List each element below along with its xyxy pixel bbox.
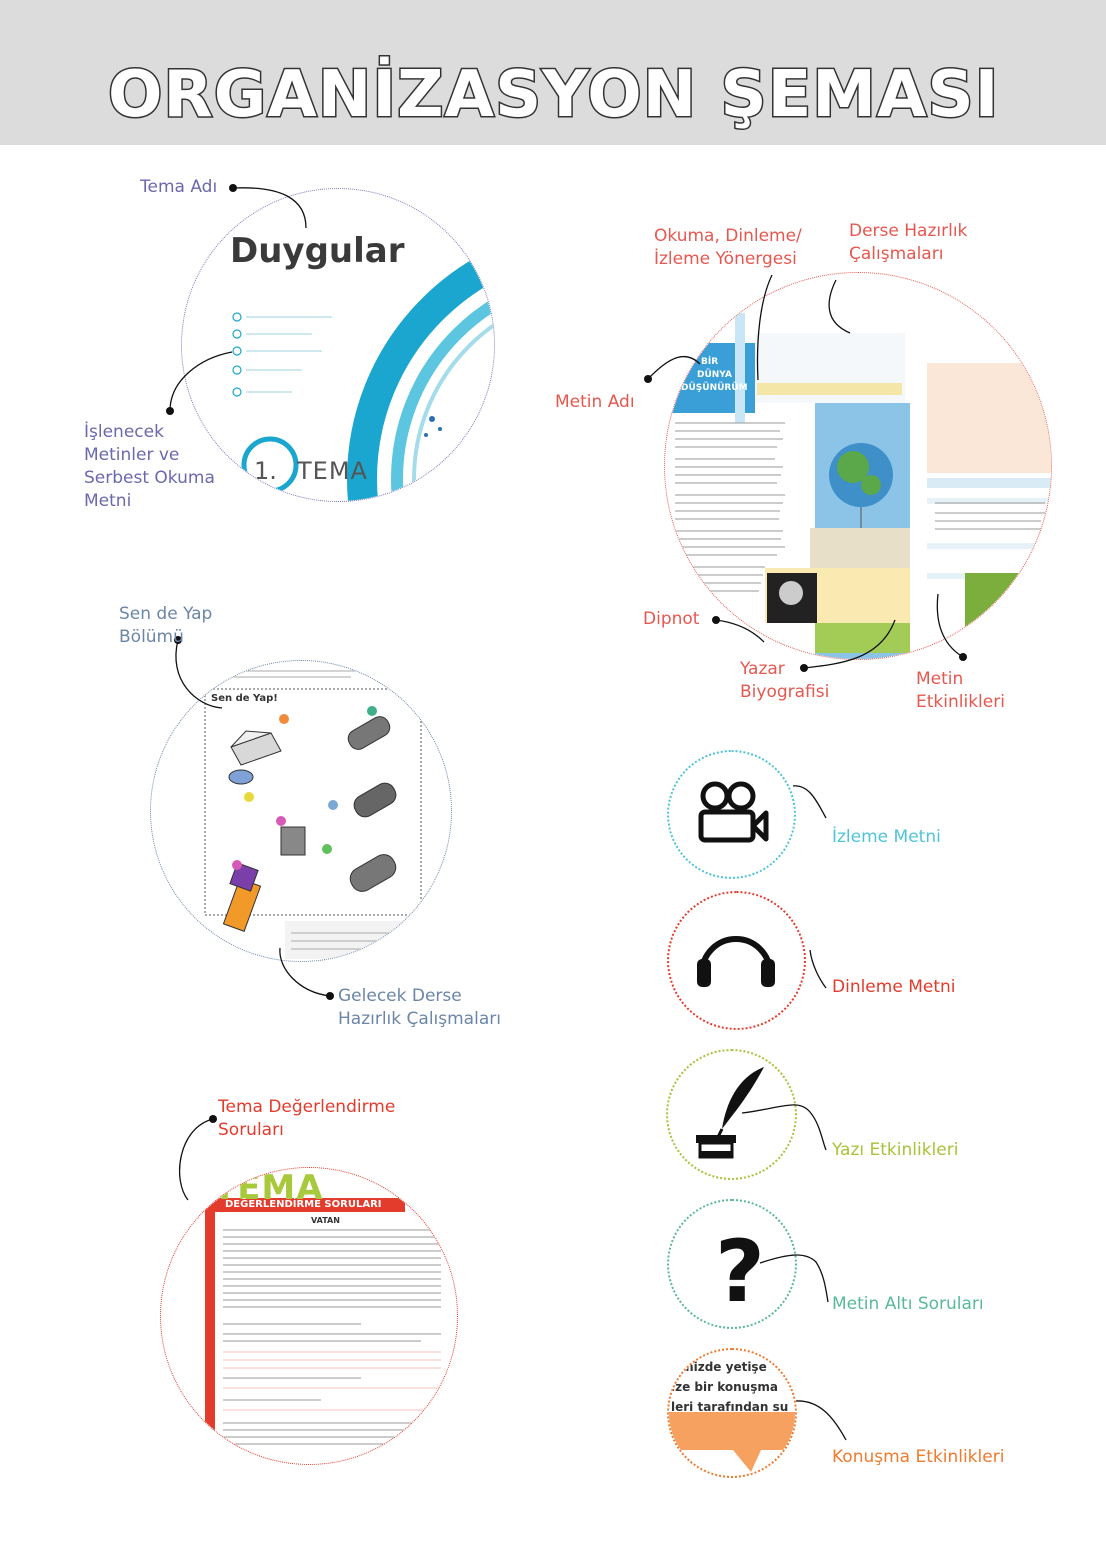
speech-line-1: imizde yetişe (677, 1360, 767, 1374)
speech-bubble-icon (669, 1412, 795, 1472)
label-islenecek-4: Metni (84, 491, 132, 511)
degerlendirme-page-graphic (205, 1198, 441, 1464)
label-tema-adi: Tema Adı (140, 177, 218, 197)
metin-alti-circle: ? (667, 1199, 797, 1329)
label-okuma-dinleme-1: Okuma, Dinleme/ (654, 226, 802, 246)
metin-page-graphic (665, 313, 1051, 659)
label-yazar-1: Yazar (740, 659, 785, 679)
tema-preview-circle: Duygular 1. TEMA (181, 188, 495, 502)
label-islenecek-2: Metinler ve (84, 445, 180, 465)
tema-rings-graphic (232, 248, 494, 501)
label-metin-etkinlikleri-1: Metin (916, 669, 964, 689)
tema-number: 1. (254, 457, 277, 485)
label-gelecek-derse-2: Hazırlık Çalışmaları (338, 1009, 501, 1029)
headphones-icon (697, 936, 775, 987)
video-camera-icon (698, 781, 769, 843)
label-islenecek-1: İşlenecek (84, 422, 164, 442)
tema-big-heading: TEMA (213, 1168, 324, 1208)
label-gelecek-derse-1: Gelecek Derse (338, 986, 462, 1006)
label-tema-degerlendirme-1: Tema Değerlendirme (218, 1097, 396, 1117)
bir-dunya-title-1: BİR (701, 357, 719, 367)
label-okuma-dinleme-2: İzleme Yönergesi (654, 249, 797, 269)
label-izleme-metni: İzleme Metni (832, 827, 941, 847)
label-derse-hazirlik-2: Çalışmaları (849, 244, 944, 264)
degerlendirme-bar-text: DEĞERLENDİRME SORULARI (225, 1199, 382, 1210)
svg-text:?: ? (715, 1222, 765, 1322)
sen-de-yap-graphic (204, 670, 435, 959)
metin-preview-circle: BİR DÜNYA DÜŞÜNÜRÜM (664, 272, 1052, 660)
sen-de-yap-circle: Sen de Yap! (150, 660, 452, 962)
label-sen-de-yap-1: Sen de Yap (119, 604, 213, 624)
label-metin-alti: Metin Altı Soruları (832, 1294, 984, 1314)
label-konusma: Konuşma Etkinlikleri (832, 1447, 1005, 1467)
label-yazar-2: Biyografisi (740, 682, 830, 702)
vatan-heading: VATAN (311, 1216, 340, 1225)
yazi-circle (666, 1049, 797, 1180)
quill-inkwell-icon (696, 1067, 764, 1159)
label-derse-hazirlik-1: Derse Hazırlık (849, 221, 968, 241)
tema-word: TEMA (297, 457, 368, 485)
page-title: ORGANİZASYON ŞEMASI (106, 57, 1000, 134)
bir-dunya-title-3: DÜŞÜNÜRÜM (681, 383, 748, 393)
label-dipnot: Dipnot (643, 609, 700, 629)
label-sen-de-yap-2: Bölümü (119, 627, 184, 647)
label-metin-etkinlikleri-2: Etkinlikleri (916, 692, 1005, 712)
header-band (0, 0, 1106, 145)
tema-degerlendirme-circle: TEMA DEĞERLENDİRME SORULARI VATAN (160, 1167, 458, 1465)
duygular-title: Duygular (230, 231, 405, 271)
dinleme-circle (667, 891, 806, 1030)
speech-line-2: ize bir konuşma (671, 1380, 778, 1394)
label-metin-adi: Metin Adı (555, 392, 635, 412)
label-yazi-etkinlikleri: Yazı Etkinlikleri (832, 1140, 959, 1160)
sen-de-yap-heading: Sen de Yap! (211, 693, 278, 704)
konusma-circle: imizde yetişe ize bir konuşma leri taraf… (667, 1348, 797, 1478)
izleme-circle (667, 750, 796, 879)
label-islenecek-3: Serbest Okuma (84, 468, 215, 488)
speech-line-3: leri tarafından su (671, 1400, 789, 1414)
question-mark-icon: ? (715, 1222, 765, 1322)
label-dinleme-metni: Dinleme Metni (832, 977, 956, 997)
label-tema-degerlendirme-2: Soruları (218, 1120, 284, 1140)
bir-dunya-title-2: DÜNYA (697, 370, 732, 380)
